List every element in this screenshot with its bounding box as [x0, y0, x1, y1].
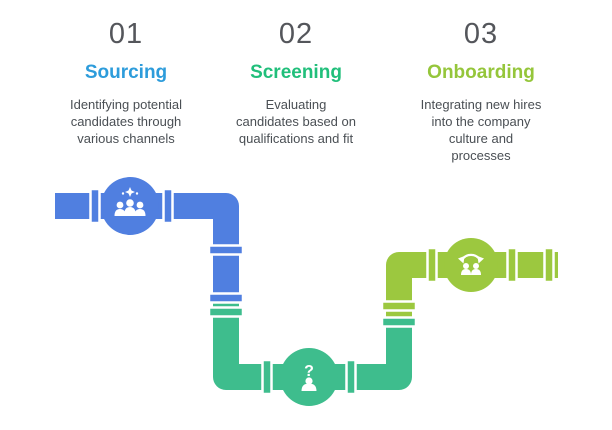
question-candidate-icon: ?: [301, 363, 317, 391]
pipe-coupling: [207, 306, 245, 318]
people-integration-icon: [458, 253, 484, 275]
pipe-coupling: [426, 246, 438, 284]
candidates-team-icon: [114, 187, 146, 216]
step-column-screening: 02 Screening Evaluating candidates based…: [211, 20, 381, 147]
step-title: Screening: [250, 62, 342, 83]
pipe-coupling: [261, 358, 273, 396]
pipe-coupling: [380, 316, 418, 328]
step-title: Onboarding: [427, 62, 535, 83]
step-number: 02: [278, 18, 314, 50]
step-number: 03: [463, 18, 499, 50]
pipe-coupling: [162, 187, 174, 225]
step-description: Identifying potential candidates through…: [69, 97, 183, 147]
pipe-coupling: [89, 187, 101, 225]
pipe-coupling: [506, 246, 518, 284]
question-mark: ?: [304, 363, 314, 380]
step-column-onboarding: 03 Onboarding Integrating new hires into…: [396, 20, 566, 165]
step-column-sourcing: 01 Sourcing Identifying potential candid…: [41, 20, 211, 147]
pipe-coupling: [380, 300, 418, 312]
step-description: Integrating new hires into the company c…: [420, 97, 542, 164]
onboarding-station-circle: [444, 238, 498, 292]
step-description: Evaluating candidates based on qualifica…: [236, 97, 356, 147]
pipe-couplings: [89, 187, 555, 396]
pipe-coupling: [543, 246, 555, 284]
step-title: Sourcing: [84, 62, 168, 83]
pipe-coupling: [345, 358, 357, 396]
step-number: 01: [108, 18, 144, 50]
screening-station-circle: [280, 348, 338, 406]
pipe-coupling: [207, 292, 245, 304]
pipe-coupling: [207, 244, 245, 256]
